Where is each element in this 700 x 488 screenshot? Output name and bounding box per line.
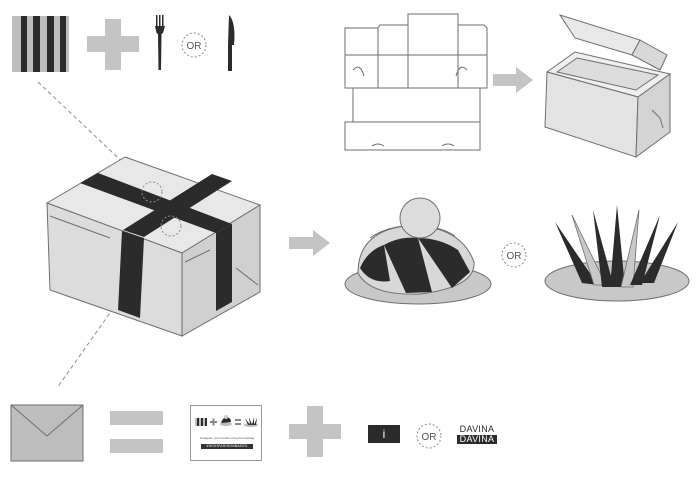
ribbon-wrapped-box-icon xyxy=(45,156,262,337)
striped-ribbon-swatch-icon xyxy=(12,16,69,72)
mini-tulip-icon xyxy=(244,417,258,427)
tulip-cupcake-icon xyxy=(544,205,690,302)
or-badge-logos: OR xyxy=(416,423,442,449)
mini-plus-icon xyxy=(210,418,217,426)
card-equation-graphic xyxy=(195,415,258,427)
card-hashtag-banner: #HIGHFASHIONBAKES xyxy=(201,444,253,449)
or-label-logos: OR xyxy=(422,432,437,443)
equals-icon xyxy=(110,411,163,453)
fork-icon xyxy=(155,15,165,70)
mini-equals-icon xyxy=(235,419,241,425)
plus-icon-bottom xyxy=(289,406,341,457)
instagram-card: Instagram your bundle using the hashtag … xyxy=(190,405,262,461)
box-template-net-icon xyxy=(344,13,488,151)
mini-swirl-icon xyxy=(220,415,232,426)
plus-icon xyxy=(87,19,139,70)
davina-logo-dark: DAVINA xyxy=(457,435,497,444)
focus-circle-ribbon-top xyxy=(141,181,163,203)
or-badge-cupcakes: OR xyxy=(501,242,527,268)
open-box-icon xyxy=(544,14,672,159)
or-label-utensils: OR xyxy=(187,41,202,52)
focus-circle-ribbon-side xyxy=(160,215,182,237)
swirl-cupcake-icon xyxy=(344,197,492,305)
arrow-to-cupcake xyxy=(289,230,330,256)
arrow-to-open-box xyxy=(493,67,533,93)
mini-ribbon-icon xyxy=(195,418,207,426)
davina-logo-light: DAVINA xyxy=(457,425,497,434)
or-badge-utensils: OR xyxy=(181,32,207,58)
or-label-cupcakes: OR xyxy=(507,251,522,262)
card-caption: Instagram your bundle using the hashtag xyxy=(199,436,255,440)
envelope-icon xyxy=(10,404,84,462)
knife-icon xyxy=(228,15,235,71)
i-logo-mark: i xyxy=(368,425,400,443)
